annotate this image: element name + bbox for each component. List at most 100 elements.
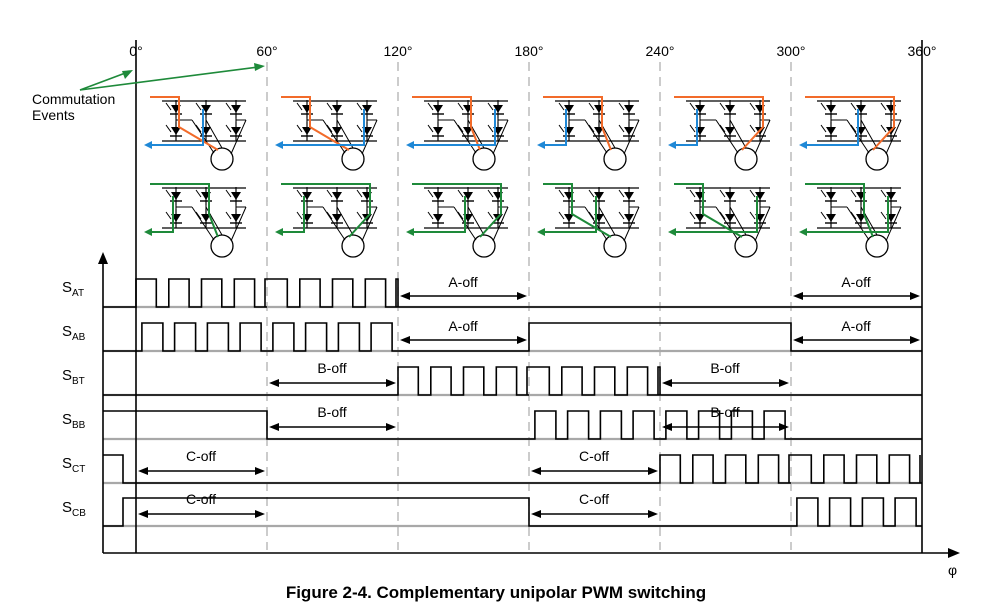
inverter-bottom-sector-4 — [668, 183, 771, 258]
transistor-gate — [689, 189, 696, 198]
off-label-scb-c-2: C-off — [579, 491, 609, 507]
current-path-source — [412, 96, 481, 151]
transistor-gate — [457, 211, 464, 220]
motor-icon — [472, 234, 496, 258]
phase-wire-c2 — [754, 206, 771, 242]
off-arrowhead-right-9 — [648, 467, 658, 475]
diode-icon — [171, 192, 181, 200]
transistor-gate — [326, 211, 333, 220]
phase-wire-b — [729, 206, 747, 236]
phase-wire-c2 — [623, 206, 640, 242]
off-arrowhead-right-10 — [255, 510, 265, 518]
diode-icon — [332, 192, 342, 200]
transistor-gate — [427, 102, 434, 111]
inverter-bottom-sector-2 — [406, 183, 509, 258]
transistor-gate — [165, 189, 172, 198]
off-arrowhead-left-6 — [269, 423, 279, 431]
inverter-top-sector-4 — [668, 96, 771, 171]
off-label-sbb-b-1: B-off — [317, 404, 346, 420]
current-path-return — [279, 109, 365, 146]
transistor-gate — [880, 124, 887, 133]
transistor-gate — [296, 189, 303, 198]
transistor-gate — [749, 124, 756, 133]
inverter-bottom-sector-0 — [144, 183, 247, 258]
angle-labels: 0° 60° 120° 180° 240° 300° 360° — [129, 43, 936, 59]
transistor-gate — [427, 124, 434, 133]
transistor-gate — [427, 211, 434, 220]
phase-wire-c2 — [623, 119, 640, 155]
transistor-gate — [165, 102, 172, 111]
phase-wire-c2 — [885, 119, 902, 155]
current-path-source — [150, 96, 219, 151]
transistor-gate — [820, 189, 827, 198]
current-arrowhead — [537, 228, 545, 236]
current-path-return — [410, 109, 496, 146]
phase-wire-b — [205, 119, 223, 149]
waveform-at — [103, 278, 922, 308]
transistor-gate — [296, 211, 303, 220]
current-path-return — [148, 196, 174, 233]
current-path-source — [674, 183, 743, 238]
transistor-gate — [689, 102, 696, 111]
current-arrowhead — [275, 141, 283, 149]
transistor-gate — [749, 102, 756, 111]
off-arrowhead-left-7 — [662, 423, 672, 431]
off-arrowhead-left-3 — [793, 336, 803, 344]
off-label-sct-c-1: C-off — [186, 448, 216, 464]
diode-icon — [624, 214, 634, 222]
current-path-source — [412, 183, 502, 238]
phase-wire-c2 — [230, 119, 247, 155]
off-label-sab-a-2: A-off — [841, 318, 870, 334]
diode-icon — [826, 105, 836, 113]
annotation-arrow-60 — [79, 66, 259, 91]
transistor-gate — [820, 124, 827, 133]
diode-icon — [624, 105, 634, 113]
signal-label-sbt: SBT — [62, 367, 85, 387]
off-arrowhead-left-11 — [531, 510, 541, 518]
phase-wire-b — [860, 119, 878, 149]
transistor-gate — [850, 211, 857, 220]
diode-icon — [493, 105, 503, 113]
phase-wire-c2 — [754, 119, 771, 155]
current-path-return — [803, 196, 889, 233]
signal-labels: SAT SAB SBT SBB SCT SCB — [62, 279, 86, 519]
transistor-gate — [457, 124, 464, 133]
diode-icon — [826, 214, 836, 222]
phase-wire-b — [336, 206, 354, 236]
diode-icon — [826, 127, 836, 135]
off-arrowhead-right-3 — [910, 336, 920, 344]
transistor-gate — [588, 124, 595, 133]
diode-icon — [725, 127, 735, 135]
signal-label-scb: SCB — [62, 499, 86, 519]
motor-icon — [865, 147, 889, 171]
current-path-return — [803, 109, 859, 146]
phase-wire-a2 — [453, 119, 477, 154]
motor-icon — [341, 147, 365, 171]
current-path-source — [674, 96, 764, 151]
current-arrowhead — [799, 141, 807, 149]
current-path-source — [150, 183, 219, 238]
transistor-gate — [487, 189, 494, 198]
phase-wire-a2 — [715, 119, 739, 154]
transistor-gate — [618, 211, 625, 220]
inverter-top-sector-1 — [275, 96, 378, 171]
phase-wire-c2 — [492, 206, 509, 242]
diode-icon — [695, 105, 705, 113]
transistor-gate — [427, 189, 434, 198]
annotation-arrowhead-60 — [254, 63, 265, 71]
current-arrowhead — [537, 141, 545, 149]
transistor-gate — [195, 189, 202, 198]
current-path-source — [543, 96, 612, 151]
inverter-bottom-sector-5 — [799, 183, 902, 258]
transistor-gate — [326, 102, 333, 111]
off-arrowhead-left-8 — [138, 467, 148, 475]
inverter-top-sector-0 — [144, 96, 247, 171]
transistor-gate — [356, 189, 363, 198]
transistor-gate — [618, 124, 625, 133]
transistor-gate — [326, 189, 333, 198]
transistor-gate — [558, 189, 565, 198]
phase-wire-b — [467, 206, 485, 236]
off-arrowhead-right-7 — [779, 423, 789, 431]
current-path-source — [543, 183, 612, 238]
